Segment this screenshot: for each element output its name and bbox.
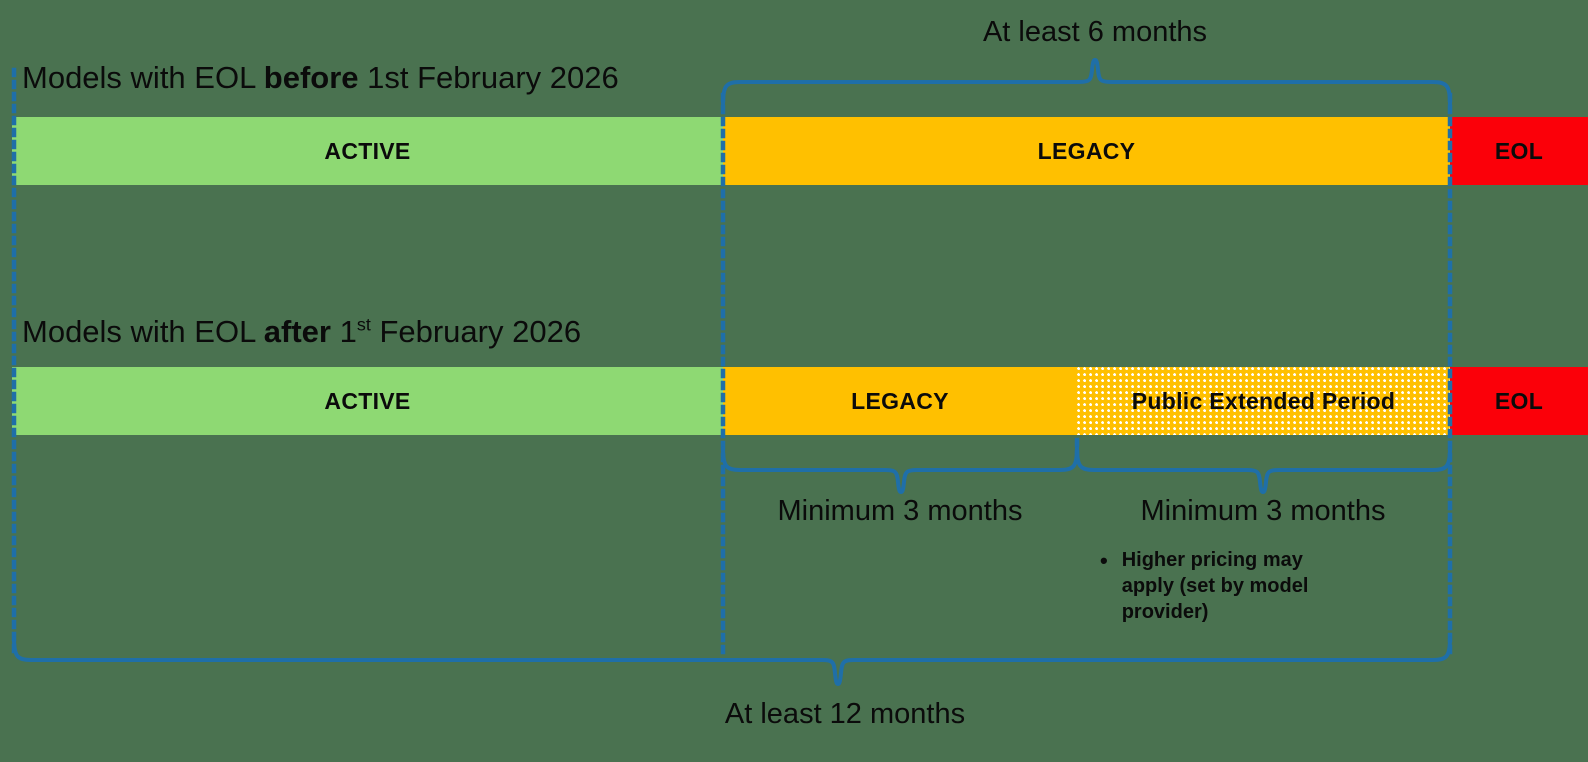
phase-label-after-legacy: LEGACY: [851, 387, 949, 414]
phase-label-after-eol: EOL: [1494, 387, 1544, 414]
row-title-before-emphasis: before: [263, 60, 359, 95]
phase-bar-after-legacy[interactable]: LEGACY: [723, 367, 1077, 435]
row-title-before-prefix: Models with EOL: [22, 60, 264, 95]
note-higher-pricing: • Higher pricing may apply (set by model…: [1100, 547, 1327, 625]
annotation-at-least-6-months: At least 6 months: [982, 16, 1208, 48]
phase-label-before-active: ACTIVE: [324, 137, 411, 164]
row-title-after-prefix: Models with EOL: [22, 314, 264, 349]
row-title-after: Models with EOL after 1st February 2026: [22, 316, 581, 347]
phase-bar-after-public-extended-period[interactable]: Public Extended Period: [1077, 367, 1450, 435]
phase-label-after-public-extended-period: Public Extended Period: [1131, 387, 1396, 414]
row-title-after-suffix-lead: 1: [330, 314, 357, 349]
phase-label-before-legacy: LEGACY: [1037, 137, 1136, 164]
brace-at-least-6-months: [721, 58, 1452, 106]
annotation-minimum-3-months-extended: Minimum 3 months: [1140, 495, 1386, 527]
phase-bar-before-legacy[interactable]: LEGACY: [723, 117, 1450, 185]
row-title-before: Models with EOL before 1st February 2026: [22, 62, 619, 93]
phase-bar-after-eol[interactable]: EOL: [1450, 367, 1588, 435]
brace-at-least-12-months: [12, 636, 1452, 686]
annotation-at-least-12-months: At least 12 months: [724, 698, 966, 730]
phase-label-before-eol: EOL: [1494, 137, 1544, 164]
row-title-after-emphasis: after: [263, 314, 331, 349]
row-title-before-suffix: st February 2026: [384, 60, 619, 95]
row-title-before-suffix-lead: 1: [358, 60, 385, 95]
phase-label-after-active: ACTIVE: [324, 387, 411, 414]
note-higher-pricing-text: Higher pricing may apply (set by model p…: [1121, 549, 1309, 623]
row-title-after-ordinal-suffix: st: [356, 314, 371, 335]
phase-bar-before-active[interactable]: ACTIVE: [12, 117, 723, 185]
brace-minimum-3-months-legacy: [721, 446, 1079, 494]
row-title-after-suffix: February 2026: [370, 314, 582, 349]
annotation-minimum-3-months-legacy: Minimum 3 months: [777, 495, 1023, 527]
brace-minimum-3-months-extended: [1075, 446, 1452, 494]
phase-bar-after-active[interactable]: ACTIVE: [12, 367, 723, 435]
phase-bar-before-eol[interactable]: EOL: [1450, 117, 1588, 185]
bullet-icon: •: [1100, 548, 1108, 573]
